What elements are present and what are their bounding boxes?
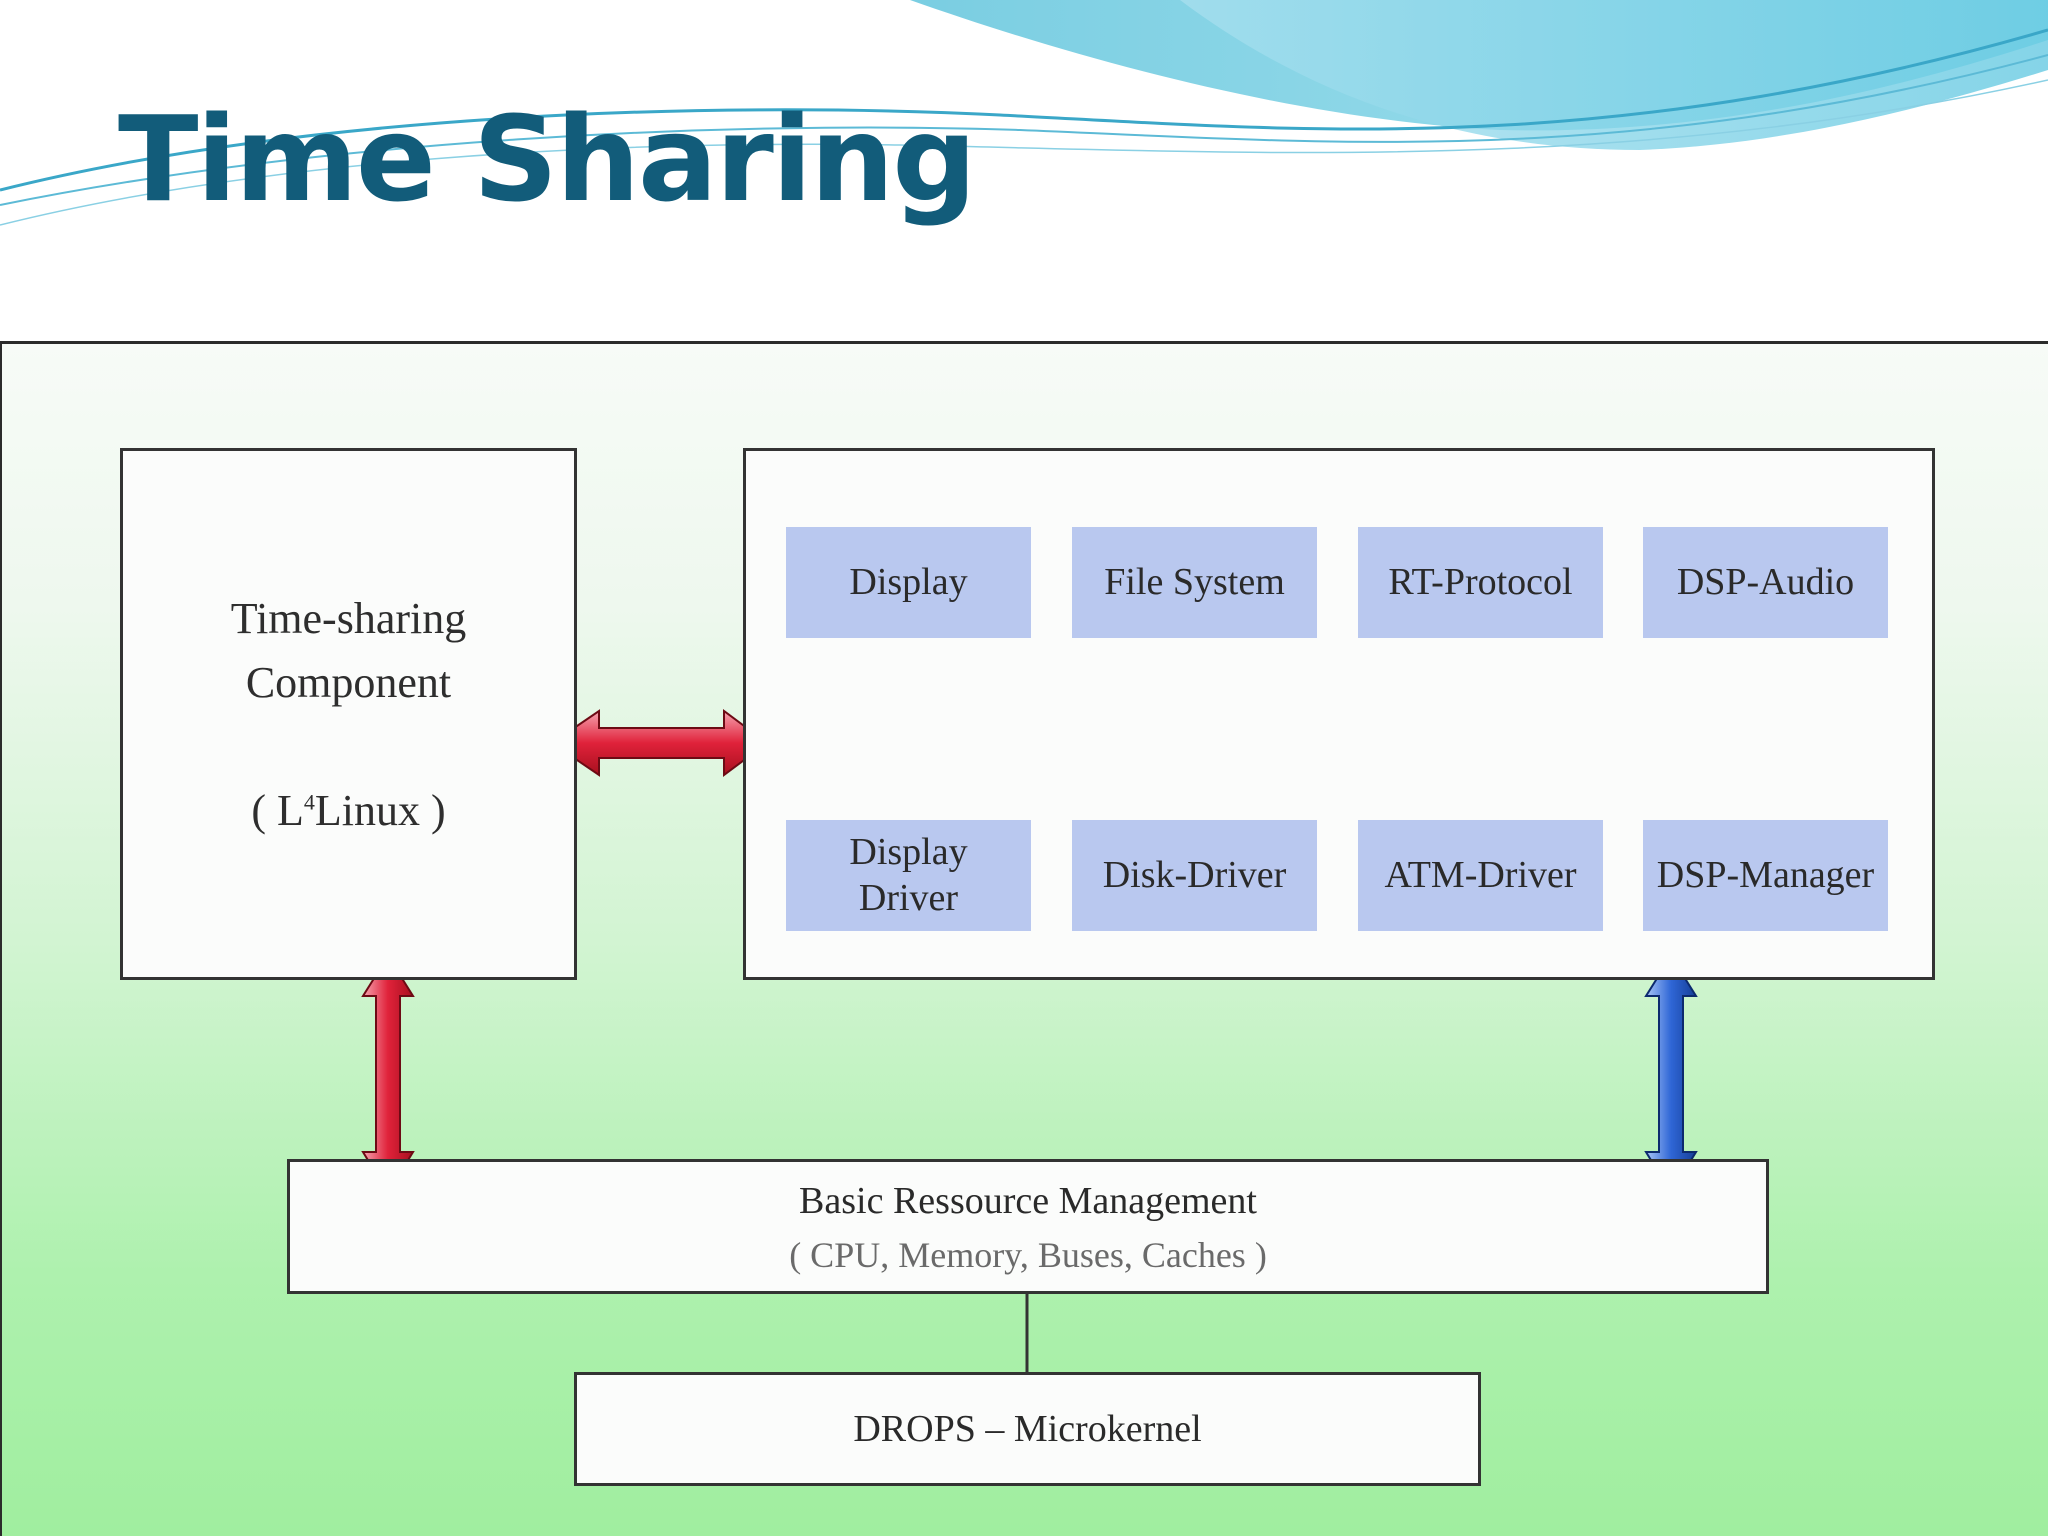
basic-resource-management-box: [287, 1159, 1769, 1294]
time-sharing-label: Time-sharing Component ( L4Linux ): [120, 587, 577, 842]
time-sharing-line1: Time-sharing: [230, 594, 467, 643]
architecture-diagram: Time-sharing Component ( L4Linux ) Displ…: [0, 341, 2048, 1536]
driver-display-driver: Display Driver: [786, 820, 1031, 931]
basic-resource-title-text: Basic Ressource Management: [799, 1180, 1257, 1222]
basic-resource-subtitle: ( CPU, Memory, Buses, Caches ): [789, 1235, 1267, 1275]
microkernel-label: DROPS – Microkernel: [853, 1408, 1202, 1450]
l4linux-label: ( L4Linux ): [251, 785, 446, 835]
slide-title: Time Sharing: [118, 90, 977, 228]
red-vertical-double-arrow: [361, 954, 415, 1195]
module-dsp-audio: DSP-Audio: [1643, 527, 1888, 638]
red-horizontal-double-arrow: [550, 709, 769, 777]
module-file-system: File System: [1072, 527, 1317, 638]
header-wave-decoration: [0, 0, 2048, 226]
microkernel-box: DROPS – Microkernel: [574, 1372, 1481, 1486]
time-sharing-line2: Component: [245, 657, 452, 707]
time-sharing-component-box: [120, 448, 577, 980]
module-display: Display: [786, 527, 1031, 638]
blue-vertical-double-arrow: [1644, 954, 1698, 1195]
driver-disk-driver: Disk-Driver: [1072, 820, 1317, 931]
driver-atm-driver: ATM-Driver: [1358, 820, 1603, 931]
driver-dsp-manager: DSP-Manager: [1643, 820, 1888, 931]
module-rt-protocol: RT-Protocol: [1358, 527, 1603, 638]
